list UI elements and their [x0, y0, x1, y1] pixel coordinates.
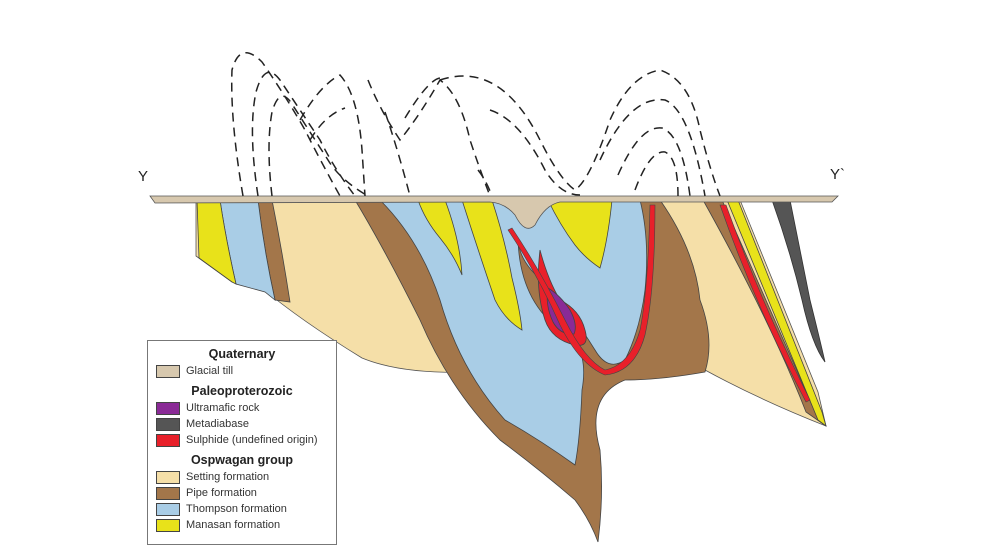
fold-trace-6 [367, 78, 491, 197]
legend-item-label: Glacial till [186, 365, 234, 377]
fold-trace-10 [489, 109, 581, 196]
legend: Quaternary Glacial till Paleoproterozoic… [147, 340, 337, 545]
manasan-formation-wedge [547, 199, 613, 269]
section-end-label-left: Y [138, 168, 149, 185]
section-end-label-right: Y` [830, 166, 845, 183]
fold-trace-9 [439, 69, 721, 197]
legend-group-title: Quaternary [208, 347, 276, 361]
legend-item-label: Setting formation [186, 471, 270, 483]
fold-trace-2 [251, 71, 356, 197]
legend-item-label: Pipe formation [186, 487, 257, 499]
legend-item-label: Metadiabase [186, 418, 249, 430]
legend-group-title: Paleoproterozoic [191, 384, 293, 398]
legend-item-sulphide: Sulphide (undefined origin) [156, 432, 328, 448]
manasan-formation-left-band [196, 199, 237, 285]
legend-swatch [156, 417, 180, 431]
metadiabase-dyke [771, 199, 826, 363]
legend-swatch [156, 433, 180, 447]
projected-fold-traces [231, 52, 721, 197]
legend-item-manasan: Manasan formation [156, 517, 328, 533]
fold-trace-12 [617, 127, 691, 197]
fold-trace-5 [309, 107, 346, 141]
legend-item-glacial-till: Glacial till [156, 363, 328, 379]
legend-item-ultramafic: Ultramafic rock [156, 400, 328, 416]
sulphide-trough-vein [507, 204, 656, 376]
fold-trace-1 [231, 52, 341, 197]
fold-trace-14 [477, 169, 493, 197]
legend-group-title: Ospwagan group [190, 453, 294, 467]
legend-item-setting: Setting formation [156, 469, 328, 485]
fold-trace-4 [299, 74, 366, 197]
legend-swatch [156, 518, 180, 532]
fold-trace-3 [268, 95, 369, 197]
legend-swatch [156, 470, 180, 484]
manasan-formation-finger-1 [417, 199, 463, 276]
legend-item-pipe: Pipe formation [156, 485, 328, 501]
glacial-till-layer [149, 195, 839, 229]
legend-swatch [156, 364, 180, 378]
legend-item-label: Ultramafic rock [186, 402, 260, 414]
legend-item-label: Thompson formation [186, 503, 287, 515]
legend-swatch [156, 486, 180, 500]
legend-item-label: Manasan formation [186, 519, 281, 531]
manasan-formation-finger-2 [461, 199, 523, 331]
fold-trace-8 [404, 77, 441, 119]
legend-item-metadiabase: Metadiabase [156, 416, 328, 432]
sulphide-right-vein [719, 204, 811, 403]
legend-swatch [156, 401, 180, 415]
legend-item-label: Sulphide (undefined origin) [186, 434, 318, 446]
fold-trace-11 [599, 98, 706, 197]
legend-swatch [156, 502, 180, 516]
legend-item-thompson: Thompson formation [156, 501, 328, 517]
fold-trace-13 [634, 151, 679, 197]
fold-trace-7 [384, 111, 411, 197]
